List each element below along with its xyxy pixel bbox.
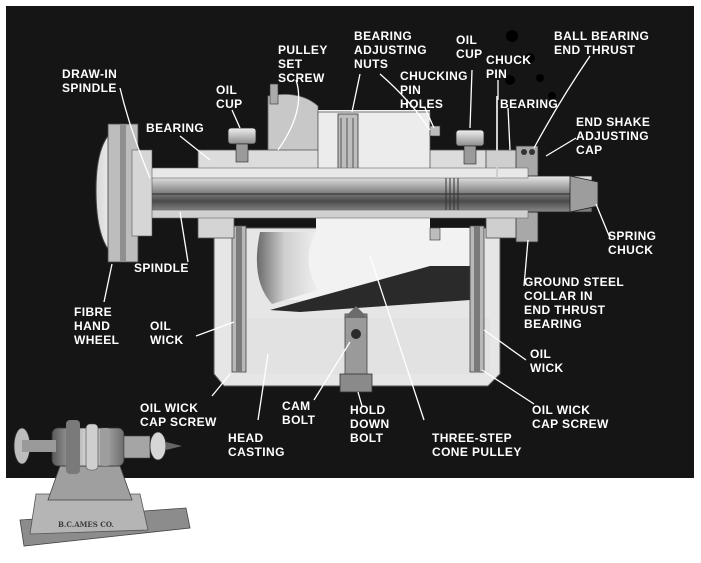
pulley-shading [256,232,318,304]
label-spring-chuck: SPRING CHUCK [608,229,660,257]
labels: DRAW-IN SPINDLE OIL CUP BEARING PULLEY S… [62,29,660,459]
headstock-photo: B.C.AMES CO. [13,420,191,547]
label-spindle: SPINDLE [134,261,189,275]
label-bearing-adjusting-nuts: BEARING ADJUSTING NUTS [354,29,431,71]
leader-lines [103,55,611,421]
label-ball-bearing-end-thrust: BALL BEARING END THRUST [554,29,653,57]
label-bearing-left: BEARING [146,121,204,135]
label-bearing-right: BEARING [500,97,558,111]
label-ground-steel-collar: GROUND STEEL COLLAR IN END THRUST BEARIN… [524,275,628,331]
label-oil-wick-left: OIL WICK [150,319,184,347]
label-three-step-cone-pulley: THREE-STEP CONE PULLEY [432,431,522,459]
hold-down-bolt-shape [344,313,368,385]
print-speckles [505,30,556,100]
label-oil-cup-left: OIL CUP [216,83,243,111]
spring-chuck-shape [569,175,599,213]
oil-cup-left-shape [227,127,257,163]
label-pulley-set-screw: PULLEY SET SCREW [278,43,331,85]
label-head-casting: HEAD CASTING [228,431,285,459]
label-oil-cup-right: OIL CUP [456,33,483,61]
oil-cup-right-shape [455,129,485,165]
label-cam-bolt: CAM BOLT [282,399,316,427]
label-chuck-pin: CHUCK PIN [486,53,535,81]
label-draw-in-spindle: DRAW-IN SPINDLE [62,67,121,95]
label-end-shake-adjusting-cap: END SHAKE ADJUSTING CAP [576,115,654,157]
maker-mark: B.C.AMES CO. [58,520,114,529]
label-oil-wick-cap-screw-right: OIL WICK CAP SCREW [532,403,609,431]
label-hold-down-bolt: HOLD DOWN BOLT [350,403,393,445]
label-oil-wick-right: OIL WICK [530,347,564,375]
label-oil-wick-cap-screw-left: OIL WICK CAP SCREW [140,401,217,429]
pulley-wedge [270,266,470,312]
label-fibre-hand-wheel: FIBRE HAND WHEEL [74,305,119,347]
label-chucking-pin-holes: CHUCKING PIN HOLES [400,69,472,111]
headstock-cross-section [95,83,599,393]
